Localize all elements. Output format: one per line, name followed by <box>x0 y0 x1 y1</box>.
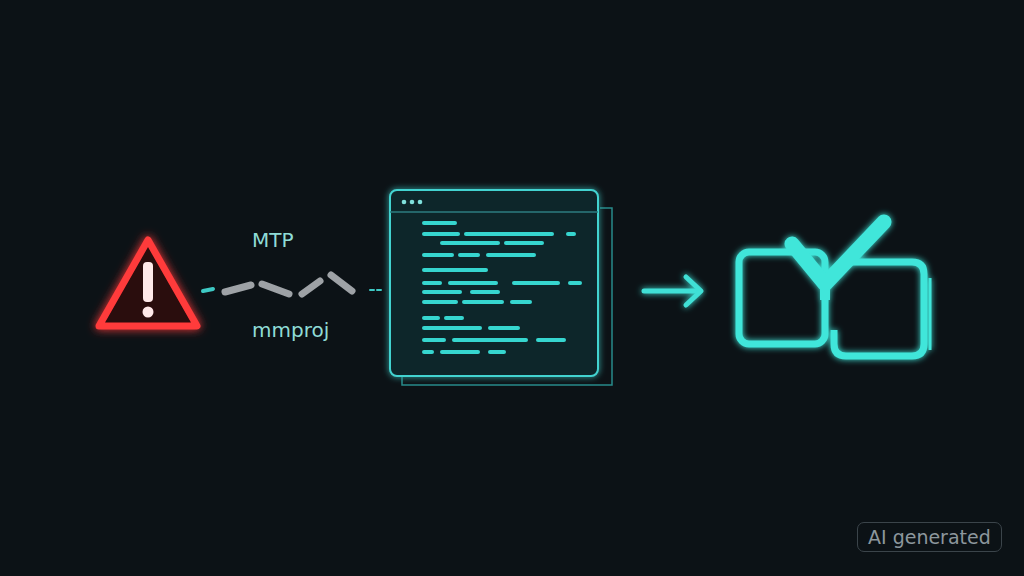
link-label: MTP <box>252 228 294 252</box>
success-icon <box>739 222 930 356</box>
link-label: mmproj <box>252 318 329 342</box>
broken-link <box>203 275 384 294</box>
watermark-badge: AI generated <box>857 522 1002 552</box>
watermark-text: AI generated <box>868 526 991 548</box>
arrow <box>644 277 701 305</box>
code-window <box>390 190 612 385</box>
warning-icon <box>99 240 197 326</box>
